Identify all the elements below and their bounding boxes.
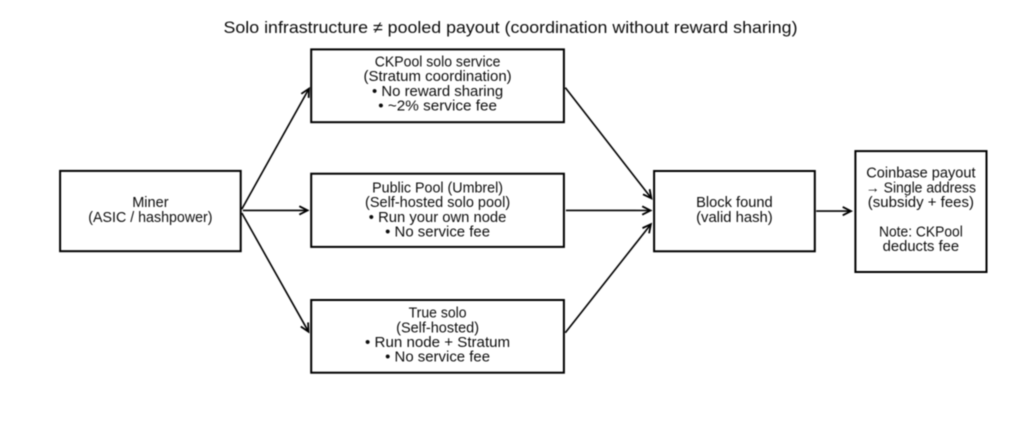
svg-text:Miner: Miner <box>132 195 169 211</box>
svg-text:→ Single address: → Single address <box>866 180 976 196</box>
svg-text:(valid hash): (valid hash) <box>696 210 773 226</box>
svg-text:Note: CKPool: Note: CKPool <box>879 224 963 240</box>
svg-text:(Self-hosted): (Self-hosted) <box>396 320 479 336</box>
svg-text:• No service fee: • No service fee <box>385 350 490 366</box>
svg-text:Coinbase payout: Coinbase payout <box>866 166 975 182</box>
svg-text:Solo infrastructure ≠ pooled p: Solo infrastructure ≠ pooled payout (coo… <box>224 19 798 37</box>
svg-text:• Run node + Stratum: • Run node + Stratum <box>365 335 510 351</box>
svg-text:(ASIC / hashpower): (ASIC / hashpower) <box>88 210 212 226</box>
svg-text:(Stratum coordination): (Stratum coordination) <box>364 69 512 85</box>
svg-text:Block found: Block found <box>696 195 773 211</box>
svg-text:CKPool solo service: CKPool solo service <box>375 54 501 70</box>
svg-text:• No service fee: • No service fee <box>385 225 490 241</box>
svg-text:(Self-hosted solo pool): (Self-hosted solo pool) <box>365 195 510 211</box>
svg-text:(subsidy + fees): (subsidy + fees) <box>868 195 974 211</box>
svg-text:• ~2% service fee: • ~2% service fee <box>378 99 497 115</box>
svg-text:True solo: True solo <box>409 306 467 322</box>
svg-text:deducts fee: deducts fee <box>883 239 960 255</box>
svg-text:Public Pool (Umbrel): Public Pool (Umbrel) <box>372 180 503 196</box>
svg-text:• No reward sharing: • No reward sharing <box>372 84 503 100</box>
svg-text:• Run your own node: • Run your own node <box>369 210 507 226</box>
